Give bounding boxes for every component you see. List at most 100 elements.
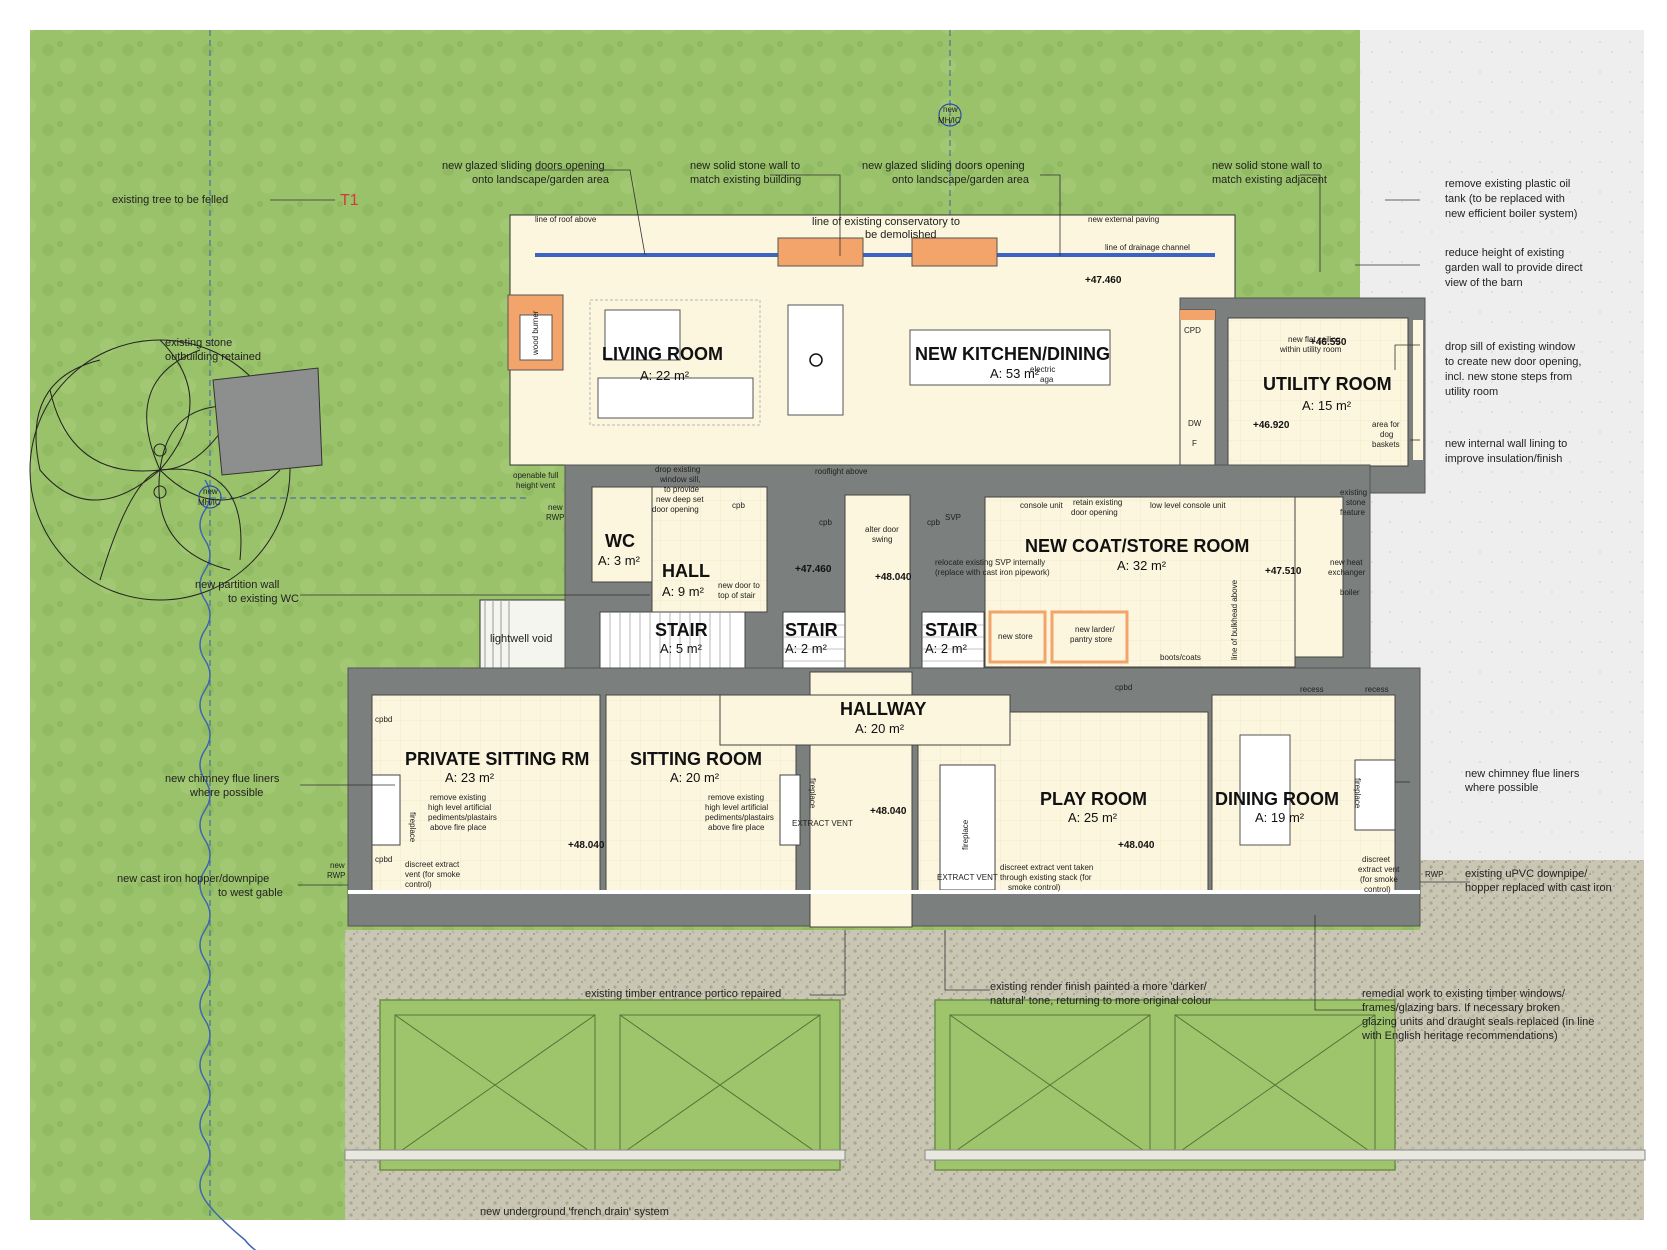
note-console: console unit — [1020, 501, 1063, 510]
hall-floor — [651, 486, 768, 613]
note-render-2: natural' tone, returning to more origina… — [990, 995, 1212, 1007]
parterre-left — [379, 999, 841, 1171]
cpd-unit — [1179, 309, 1216, 471]
note-stone-right-2: match existing adjacent — [1212, 174, 1327, 186]
level-play: +48.040 — [1118, 840, 1155, 851]
note-ped-right-1: remove existing — [708, 793, 764, 802]
note-heat-1: new heat — [1330, 558, 1363, 567]
note-extract-vent-b: EXTRACT VENT — [937, 873, 998, 882]
gravel-path — [855, 930, 925, 1220]
note-stone-feature-2: stone — [1346, 498, 1366, 507]
note-french-drain: new underground 'french drain' system — [480, 1206, 669, 1218]
room-area-kitchen: A: 53 m² — [990, 366, 1040, 381]
note-conservatory-1: line of existing conservatory to — [812, 216, 960, 228]
note-windows-1: remedial work to existing timber windows… — [1362, 988, 1566, 1000]
note-tree-tag: T1 — [340, 192, 359, 209]
note-flue-left-2: where possible — [189, 787, 263, 799]
room-area-hall: A: 9 m² — [662, 584, 705, 599]
note-extract-left-1: discreet extract — [405, 860, 460, 869]
sideboard — [787, 304, 844, 416]
note-flat-ceiling-2: within utility room — [1279, 345, 1342, 354]
room-area-dining: A: 19 m² — [1255, 810, 1305, 825]
note-f: F — [1192, 439, 1197, 448]
level-private: +48.040 — [568, 840, 605, 851]
fireplace-play — [939, 764, 996, 891]
note-aga-2: aga — [1040, 375, 1054, 384]
note-partition-2: to existing WC — [228, 593, 299, 605]
note-fireplace-b: fireplace — [808, 778, 817, 809]
note-extract-dining-3: (for smoke — [1360, 875, 1398, 884]
note-stone-feature-1: existing — [1340, 488, 1367, 497]
stair-2 — [782, 611, 846, 670]
note-dropsill-4: utility room — [1445, 386, 1498, 398]
note-extract-vent-a: EXTRACT VENT — [792, 819, 853, 828]
note-openable-2: height vent — [516, 481, 556, 490]
note-retain-2: door opening — [1071, 508, 1118, 517]
note-rwp-west-1: new — [330, 861, 345, 870]
note-drop-window-4: new deep set — [656, 495, 704, 504]
room-area-sitting: A: 20 m² — [670, 770, 720, 785]
note-alter-2: swing — [872, 535, 892, 544]
note-outbuilding-1: existing stone — [165, 337, 232, 349]
utility-floor — [1227, 317, 1409, 467]
window-strip — [348, 890, 1420, 894]
note-larder-1: new larder/ — [1075, 625, 1115, 634]
level-utility-b: +46.920 — [1253, 420, 1290, 431]
note-mhic-top-2: MH/IC — [938, 116, 961, 125]
note-stone-mid-1: new solid stone wall to — [690, 160, 800, 172]
note-dropsill-1: drop sill of existing window — [1445, 341, 1575, 353]
note-recess-b: recess — [1365, 685, 1389, 694]
note-extract-play-3: smoke control) — [1008, 883, 1061, 892]
front-wall-right — [924, 1149, 1646, 1161]
note-cpb-c: cpb — [927, 518, 940, 527]
rug — [589, 299, 761, 426]
fireplace-dining — [1354, 759, 1396, 831]
room-area-play: A: 25 m² — [1068, 810, 1118, 825]
note-extract-play-1: discreet extract vent taken — [1000, 863, 1093, 872]
room-area-stair3: A: 2 m² — [925, 641, 968, 656]
note-drop-window-1: drop existing — [655, 465, 700, 474]
note-larder-2: pantry store — [1070, 635, 1113, 644]
note-dropsill-3: incl. new stone steps from — [1445, 371, 1572, 383]
room-area-stair1: A: 5 m² — [660, 641, 703, 656]
note-glazed-left-1: new glazed sliding doors opening — [442, 160, 605, 172]
note-dropsill-2: to create new door opening, — [1445, 356, 1581, 368]
room-name-stair2: STAIR — [785, 620, 838, 640]
note-low-console: low level console unit — [1150, 501, 1226, 510]
note-rooflight: rooflight above — [815, 467, 868, 476]
note-glazed-right-2: onto landscape/garden area — [892, 174, 1030, 186]
room-name-hallway: HALLWAY — [840, 699, 926, 719]
note-lining-2: improve insulation/finish — [1445, 453, 1562, 465]
note-new-door-2: top of stair — [718, 591, 756, 600]
note-wood-burner: wood burner — [531, 310, 540, 356]
parterre-right — [934, 999, 1396, 1171]
note-garden-3: view of the barn — [1445, 277, 1523, 289]
note-dw: DW — [1188, 419, 1202, 428]
note-flue-right-1: new chimney flue liners — [1465, 768, 1580, 780]
lightwell — [479, 599, 566, 671]
larder — [1050, 610, 1129, 664]
note-rwp-west-2: RWP — [327, 871, 346, 880]
note-extract-dining-2: extract vent — [1358, 865, 1400, 874]
fireplace-left — [371, 774, 401, 846]
new-store — [988, 610, 1047, 664]
mhic-top-symbol — [938, 103, 962, 127]
stone-wall-a — [777, 237, 864, 267]
note-new-store: new store — [998, 632, 1033, 641]
note-extract-left-3: control) — [405, 880, 432, 889]
note-mhic-left-2: MH/IC — [198, 498, 221, 507]
coat-floor-b — [1294, 496, 1344, 658]
note-oil-1: remove existing plastic oil — [1445, 178, 1570, 190]
note-glazed-left-2: onto landscape/garden area — [472, 174, 610, 186]
note-ped-right-2: high level artificial — [705, 803, 768, 812]
note-stone-feature-3: feature — [1340, 508, 1365, 517]
annotations: existing tree to be felled T1 existing s… — [112, 105, 1612, 1218]
corridor-floor — [844, 494, 911, 676]
room-area-wc: A: 3 m² — [598, 553, 641, 568]
note-partition-1: new partition wall — [195, 579, 279, 591]
note-heat-2: exchanger — [1328, 568, 1366, 577]
note-mhic-top-1: new — [943, 105, 958, 114]
level-hall: +47.460 — [795, 564, 832, 575]
hallway-top — [719, 694, 1011, 746]
stair-3 — [921, 611, 985, 670]
